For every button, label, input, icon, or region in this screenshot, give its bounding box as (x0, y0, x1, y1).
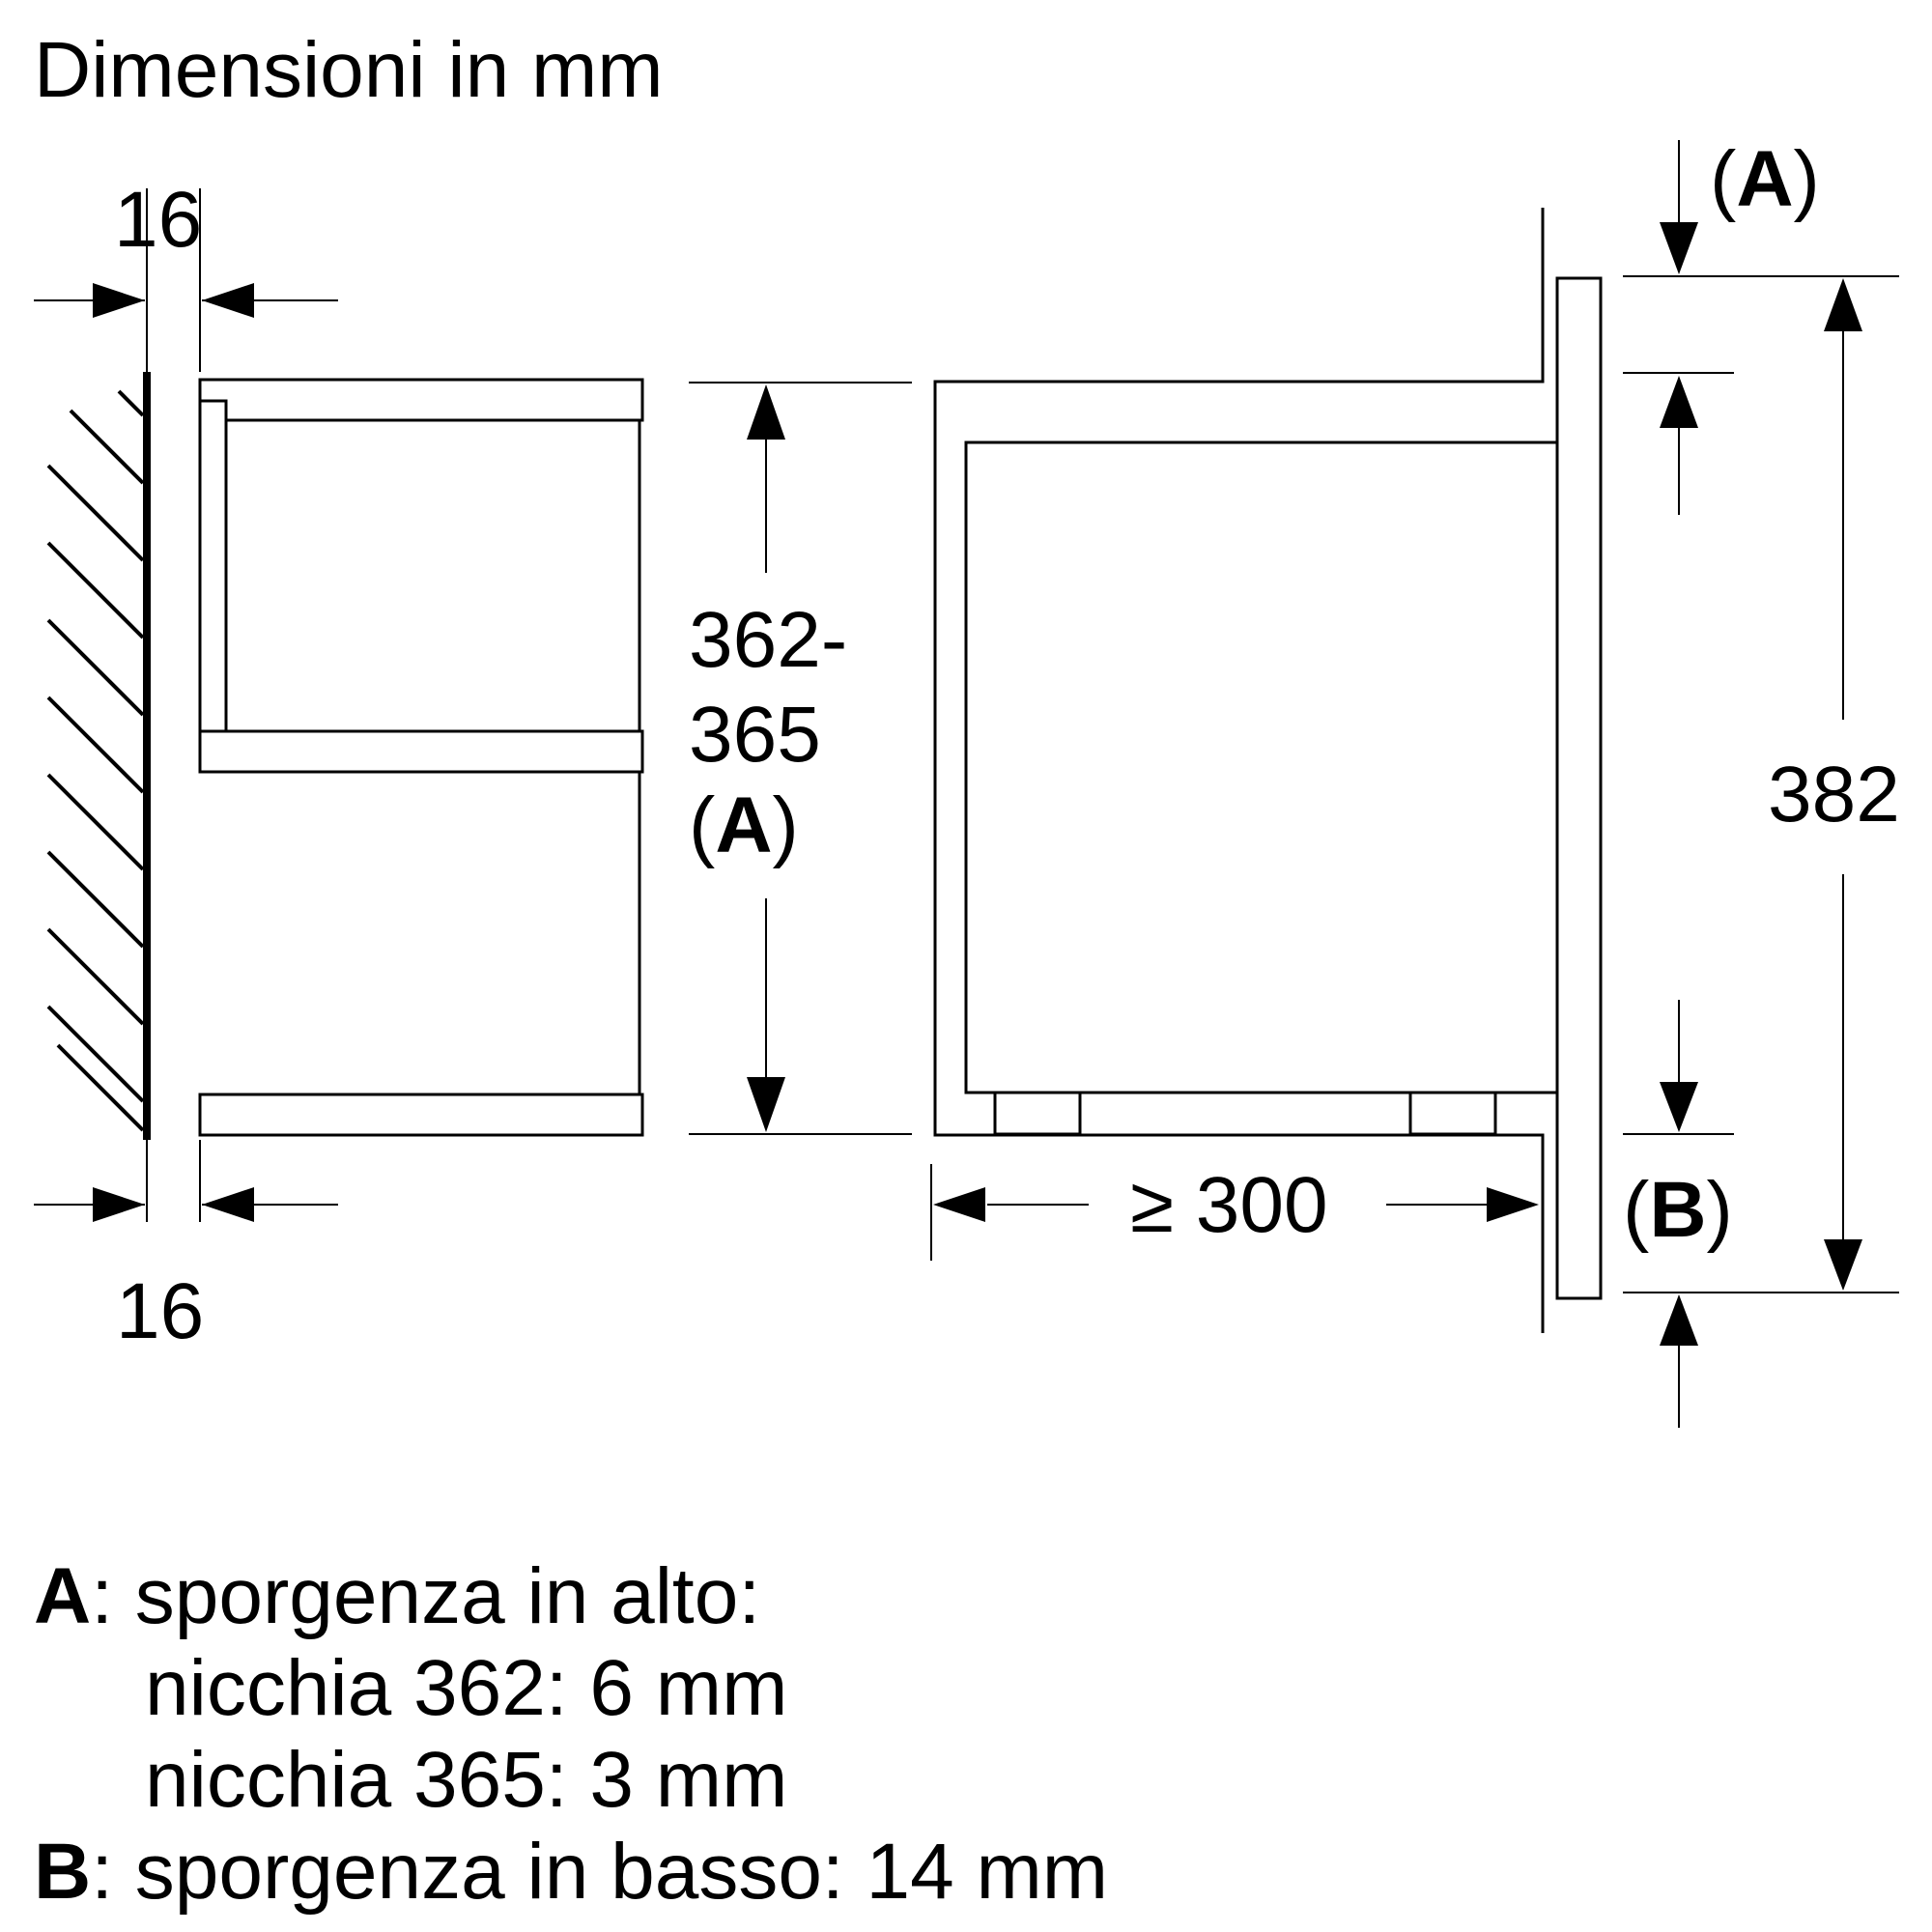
bottom-shelf (198, 1093, 644, 1137)
svg-text:(A): (A) (1710, 135, 1820, 223)
niche-height-line2: 365 (689, 691, 821, 779)
legend-a-line2: nicchia 362: 6 mm (145, 1644, 787, 1732)
front-panel (1555, 276, 1603, 1300)
dimension-16-top: 16 (34, 176, 338, 372)
niche-outline (933, 208, 1545, 1333)
appliance-foot-right (1408, 1091, 1497, 1136)
svg-text:B: sporgenza in basso: 14 mm: B: sporgenza in basso: 14 mm (34, 1828, 1108, 1916)
dimension-niche-height: 362- 365 (A) (689, 382, 912, 1135)
wall-hatching (46, 372, 151, 1140)
niche-height-note-letter: A (715, 781, 772, 869)
legend-b-line1: : sporgenza in basso: 14 mm (91, 1828, 1108, 1916)
dimension-depth: ≥ 300 (930, 1161, 1539, 1261)
marker-a-letter: A (1736, 135, 1793, 223)
svg-text:A: sporgenza in alto:: A: sporgenza in alto: (34, 1552, 760, 1640)
left-view: 16 16 362- 365 (A) (34, 176, 912, 1355)
top-shelf (198, 378, 644, 422)
marker-a-top: (A) (1623, 135, 1899, 515)
dimension-16-bottom: 16 (34, 1140, 338, 1355)
side-panel (198, 399, 228, 753)
appliance-foot-left (993, 1091, 1082, 1136)
total-height-label: 382 (1768, 751, 1900, 838)
dimension-total-height: 382 (1768, 278, 1900, 1291)
middle-shelf (198, 729, 644, 774)
legend-a-letter: A (34, 1552, 91, 1640)
dimension-16-top-label: 16 (114, 176, 202, 264)
marker-b-letter: B (1649, 1166, 1706, 1254)
right-view: ≥ 300 (A) (B) 382 (930, 135, 1900, 1428)
legend: A: sporgenza in alto: nicchia 362: 6 mm … (34, 1552, 1108, 1916)
svg-text:(B): (B) (1623, 1166, 1733, 1254)
marker-b-bottom: (B) (1623, 1000, 1899, 1428)
legend-b-letter: B (34, 1828, 91, 1916)
depth-label: ≥ 300 (1130, 1161, 1328, 1249)
appliance-body (964, 440, 1559, 1094)
legend-a-line3: nicchia 365: 3 mm (145, 1736, 787, 1824)
niche-height-line1: 362- (689, 596, 847, 684)
svg-text:(A): (A) (689, 781, 799, 869)
diagram-title: Dimensioni in mm (34, 26, 664, 114)
dimension-16-bottom-label: 16 (116, 1267, 204, 1355)
legend-a-line1: : sporgenza in alto: (91, 1552, 760, 1640)
